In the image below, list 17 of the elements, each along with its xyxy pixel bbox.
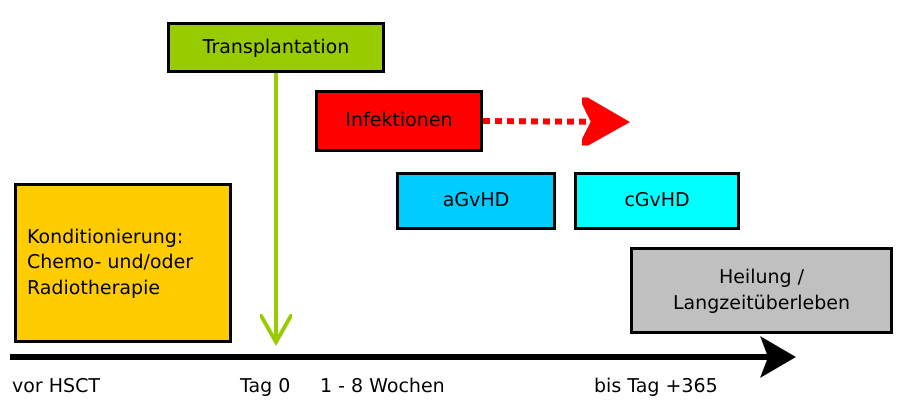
timeline-label: 1 - 8 Wochen bbox=[320, 375, 445, 397]
box-label: cGvHD bbox=[624, 188, 690, 214]
timeline-label: Tag 0 bbox=[240, 375, 290, 397]
box-label: aGvHD bbox=[442, 188, 510, 214]
timeline-label: vor HSCT bbox=[12, 375, 100, 397]
box-label: Infektionen bbox=[345, 108, 453, 134]
box-label: Transplantation bbox=[202, 34, 350, 60]
process-box bbox=[14, 183, 232, 343]
box-label: Konditionierung: Chemo- und/oder Radiotherapie bbox=[27, 224, 194, 301]
process-box bbox=[630, 247, 893, 334]
arrow bbox=[258, 73, 294, 344]
process-box bbox=[396, 172, 556, 230]
timeline-label: bis Tag +365 bbox=[594, 375, 718, 397]
process-box bbox=[574, 172, 740, 230]
box-label: Heilung / Langzeitüberleben bbox=[672, 264, 852, 316]
process-box bbox=[167, 22, 385, 73]
process-box bbox=[315, 90, 483, 152]
